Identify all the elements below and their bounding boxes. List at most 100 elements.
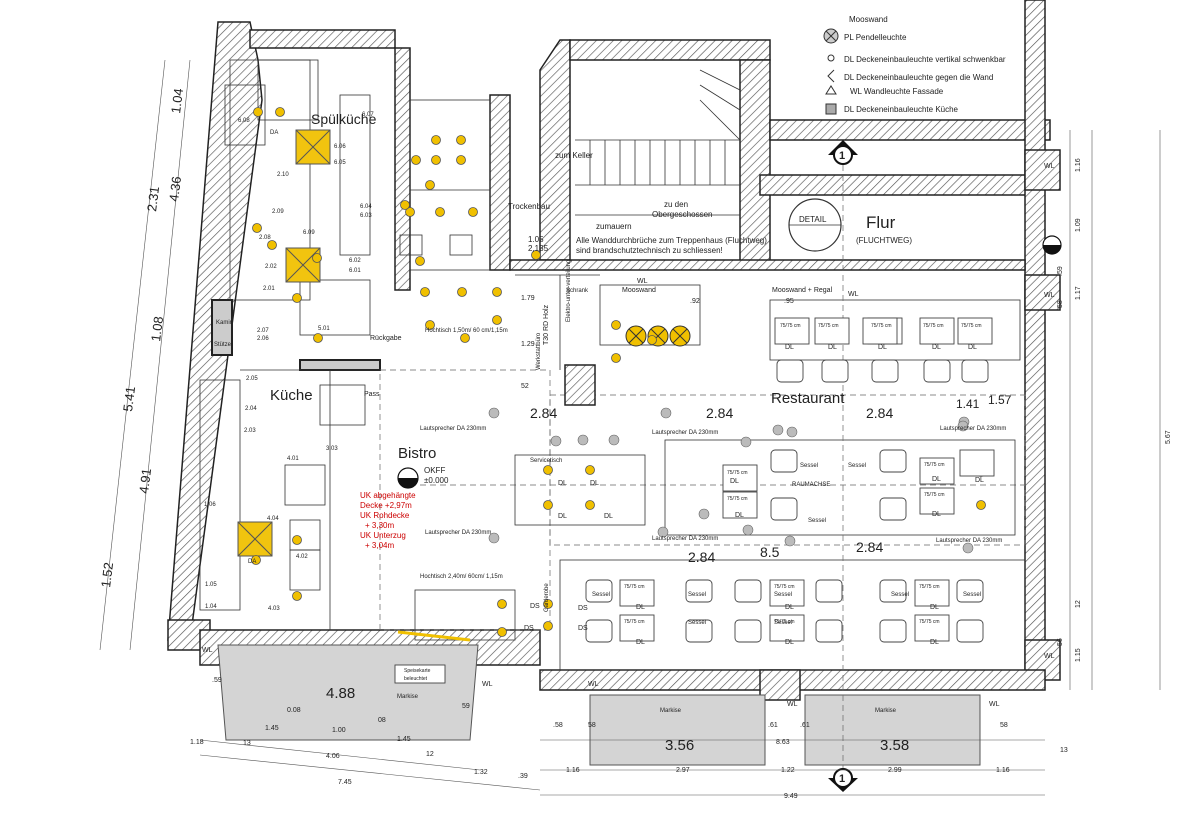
dim-bottom-left: 08 — [378, 717, 386, 724]
kitchen-code: 6.01 — [349, 268, 361, 274]
okff-marker — [397, 467, 419, 489]
kitchen-right-wall — [394, 47, 411, 291]
legend-item-2: DL Deckeneinbauleuchte vertikal schwenkb… — [844, 55, 1006, 64]
label-werkstatt: Werkstattbüro — [536, 332, 542, 370]
dl-label: DL — [785, 639, 794, 646]
dim-left-outer: 2.31 — [144, 185, 162, 212]
dim-bottom-left: 12 — [426, 751, 434, 758]
sessel-note: Sessel — [774, 592, 792, 598]
downlight-icon — [425, 320, 435, 330]
kitchen-code: 4.02 — [296, 554, 308, 560]
dim-left-inner: 1.04 — [168, 87, 186, 114]
downlight-icon — [425, 180, 435, 190]
downlight-icon — [611, 353, 621, 363]
tables: 75/75 cm 75/75 cm 75/75 cm 75/75 cm 75/75 cm… — [558, 317, 995, 646]
okff-label: OKFF — [424, 466, 445, 475]
kitchen-code: 2.03 — [244, 428, 256, 434]
kitchen-code: 1.04 — [205, 604, 217, 610]
table-size-label: 75/75 cm — [961, 323, 982, 329]
hochtisch-small-note: Hochtisch 1,50m/ 60 cm/1,15m — [425, 328, 508, 334]
downlight-icon — [497, 627, 507, 637]
table-size-label: 75/75 cm — [624, 619, 645, 625]
chair — [815, 579, 843, 603]
table-size-label: 75/75 cm — [924, 492, 945, 498]
svg-text:1: 1 — [839, 773, 845, 785]
dim-bottom-right: 2.97 — [676, 767, 690, 774]
kitchen-code: 2.08 — [259, 235, 271, 241]
label-t30: T30 RD Holz — [543, 304, 550, 345]
dim-right: 58 — [1057, 300, 1064, 308]
dim-bottom-right: 58 — [588, 722, 596, 729]
dim-interior: 2,135 — [528, 244, 549, 253]
dim-bottom-left: .59 — [212, 677, 222, 684]
dim-interior: 2.84 — [866, 405, 893, 421]
ceiling-note-2: Decke +2,97m — [360, 501, 412, 510]
downlight-icon — [267, 240, 277, 250]
label-elektro: Elektro-unter-verteilung — [566, 260, 572, 322]
downlight-icon — [420, 287, 430, 297]
speaker-note: Lautsprecher DA 230mm — [940, 426, 1006, 432]
downlight-icon — [460, 333, 470, 343]
chair — [815, 619, 843, 643]
kitchen-code: 2.07 — [257, 328, 269, 334]
downlight-icon — [492, 287, 502, 297]
downlight-icon — [543, 599, 553, 609]
flur-mid-wall — [759, 174, 1031, 196]
dim-bottom-left: .39 — [518, 773, 528, 780]
kitchen-code: 6.04 — [360, 204, 372, 210]
table-size-label: 75/75 cm — [924, 462, 945, 468]
dim-interior: 52 — [521, 383, 529, 390]
legend: Mooswand PL Pendelleuchte DL Deckeneinba… — [823, 15, 1006, 115]
downlight-icon — [405, 207, 415, 217]
note-wanddurchbrueche: Alle Wanddurchbrüche zum Treppenhaus (Fl… — [576, 236, 767, 245]
kitchen-code: 2.02 — [265, 264, 277, 270]
downlight-icon — [543, 500, 553, 510]
markise-label-center: Markise — [660, 708, 682, 714]
dim-bottom-right: 13 — [1060, 747, 1068, 754]
chair — [923, 359, 951, 383]
dim-right: 12 — [1075, 600, 1082, 608]
kitchen-code: 6.07 — [362, 112, 374, 118]
downlight-icon — [647, 335, 657, 345]
dim-bottom-left: 1.32 — [474, 769, 488, 776]
dim-right: 56 — [1057, 638, 1064, 646]
dim-interior: 8.5 — [760, 544, 780, 560]
dl-label: DL — [636, 639, 645, 646]
chair — [770, 497, 798, 521]
note-brandschutz: sind brandschutztechnisch zu schliessen! — [576, 246, 723, 255]
downlight-icon — [312, 253, 322, 263]
dl-label: DL — [785, 604, 794, 611]
awnings — [217, 644, 981, 766]
room-bistro: Bistro — [398, 445, 436, 462]
dim-bottom-left: 59 — [462, 703, 470, 710]
dl-label: DL — [735, 512, 744, 519]
label-mooswand: Mooswand — [622, 287, 656, 294]
downlight-icon — [252, 223, 262, 233]
label-garderobe: Garderobe — [544, 583, 550, 612]
dim-bottom-right: 3.58 — [880, 737, 909, 754]
stair-right-wall — [739, 59, 771, 266]
ds-note: DS — [524, 625, 534, 632]
downlight-icon — [543, 465, 553, 475]
speaker-icon — [657, 526, 669, 538]
dim-bottom-right: 1.16 — [566, 767, 580, 774]
chair — [734, 579, 762, 603]
ceiling-note-3: UK Rohdecke — [360, 511, 410, 520]
sessel-note: Sessel — [891, 592, 909, 598]
level-marker-right — [1042, 235, 1062, 255]
sessel-note: Sessel — [688, 620, 706, 626]
pendant-lights — [625, 325, 691, 347]
speaker-note: Lautsprecher DA 230mm — [425, 530, 491, 536]
table-size-label: 75/75 cm — [919, 619, 940, 625]
room-flur: Flur — [866, 213, 896, 232]
downlight-icon — [457, 287, 467, 297]
wl-label: WL — [1044, 163, 1055, 170]
wl-label: WL — [588, 681, 599, 688]
kitchen-code: 6.08 — [238, 118, 250, 124]
downlight-icon — [456, 155, 466, 165]
label-kamin: Kamin — [216, 320, 233, 326]
chair — [879, 579, 907, 603]
dim-bottom-left: 7.45 — [338, 779, 352, 786]
stuetze-column — [211, 299, 233, 356]
